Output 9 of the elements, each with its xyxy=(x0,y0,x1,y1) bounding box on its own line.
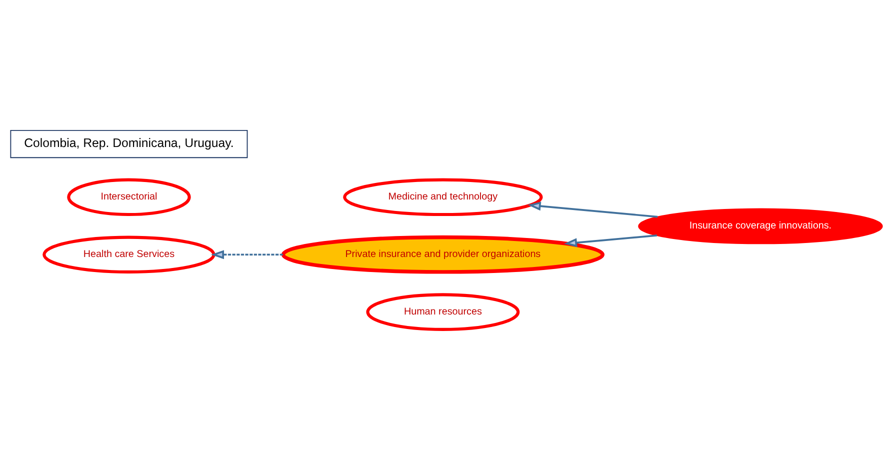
node-box: Colombia, Rep. Dominicana, Uruguay. xyxy=(10,130,248,158)
arrow xyxy=(564,234,657,248)
node-ellipse: Private insurance and provider organizations xyxy=(281,235,604,274)
node-ellipse: Insurance coverage innovations. xyxy=(638,208,883,244)
arrow xyxy=(528,202,658,218)
node-ellipse: Human resources xyxy=(366,293,520,331)
node-ellipse: Health care Services xyxy=(42,236,216,274)
arrow xyxy=(211,250,283,260)
node-ellipse: Intersectorial xyxy=(67,178,191,216)
